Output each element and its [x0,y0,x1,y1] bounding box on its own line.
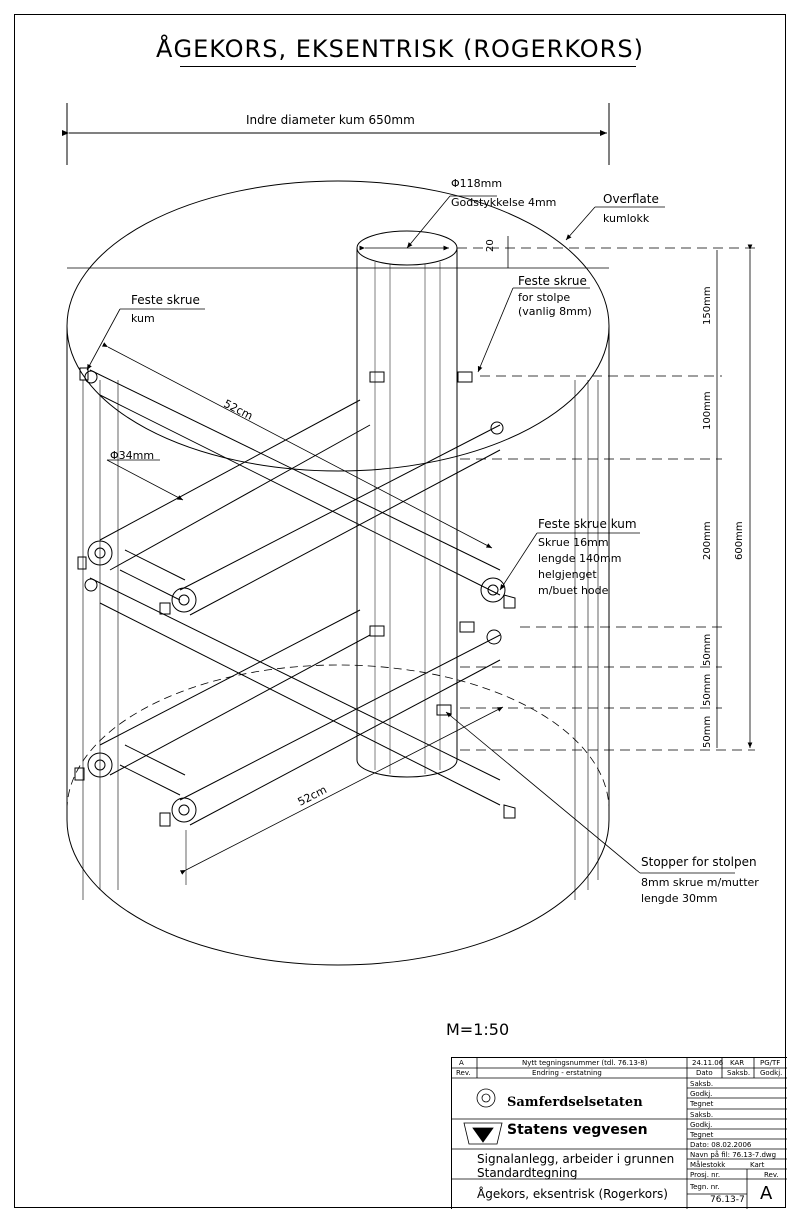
surface-label-1: Overflate [603,192,659,206]
rev-date-cell: 24.11.06 [692,1059,724,1067]
role-2: Godkj. [690,1090,713,1098]
screw-pole-label-2: for stolpe [518,291,571,304]
desc-2: Standardtegning [477,1166,578,1180]
dim-100-label: 100mm [702,391,713,430]
dim-150-label: 150mm [702,286,713,325]
rev-field: Rev. [764,1171,779,1179]
kart-field: Kart [750,1161,765,1169]
role-1: Saksb. [690,1080,714,1088]
role-6: Tegnet [690,1131,714,1139]
change-header: Endring - erstatning [532,1069,602,1077]
screw-kum2-label-3: lengde 140mm [538,552,622,565]
date-field: Dato: 08.02.2006 [690,1141,752,1149]
org1-name: Samferdselsetaten [507,1095,643,1110]
well-bottom-hidden [66,664,610,811]
screw-pole-label-3: (vanlig 8mm) [518,305,592,318]
upper-bar-set [77,369,516,616]
rev-change-cell: Nytt tegningsnummer (tdl. 76.13-8) [522,1059,648,1067]
offset-20-label: 20 [485,239,496,252]
rev-godkj-cell: PG/TF [760,1059,781,1067]
rev-cell: A [459,1059,464,1067]
screw-kum2-label-4: helgjenget [538,568,597,581]
pole-diameter-label: Φ118mm [451,177,503,190]
org2-name: Statens vegvesen [507,1122,648,1138]
screw-kum-label-1: Feste skrue [131,293,200,307]
desc-3: Ågekors, eksentrisk (Rogerkors) [477,1187,668,1201]
screw-kum2-label-5: m/buet hode [538,584,609,597]
role-5: Godkj. [690,1121,713,1129]
well-bottom-arc [66,819,610,966]
dim-50a-label: 50mm [702,633,713,666]
dim-600-label: 600mm [734,521,745,560]
rev-value: A [760,1183,773,1204]
role-4: Saksb. [690,1111,714,1119]
drawing-frame [14,14,786,1208]
tegn-field: Tegn. nr. [690,1183,720,1191]
dim-50c-label: 50mm [702,715,713,748]
title-underline [180,66,636,67]
saksb-header: Saksb. [727,1069,751,1077]
inner-diameter-label: Indre diameter kum 650mm [246,113,415,127]
wall-thickness-label: Godstykkelse 4mm [451,196,557,209]
surface-label-2: kumlokk [603,212,650,225]
file-field: Navn på fil: 76.13-7.dwg [690,1151,777,1159]
rev-saksb-cell: KAR [730,1059,745,1067]
dim-200-label: 200mm [702,521,713,560]
lower-bar-set [74,367,516,827]
drawing-title: ÅGEKORS, EKSENTRISK (ROGERKORS) [156,35,644,63]
screw-pole-label-1: Feste skrue [518,274,587,288]
stopper-label-3: lengde 30mm [641,892,718,905]
dim-50b-label: 50mm [702,673,713,706]
screw-kum2-label-1: Feste skrue kum [538,517,637,531]
tegn-value: 76.13-7 [710,1195,745,1205]
title-block: A Nytt tegningsnummer (tdl. 76.13-8) 24.… [451,1057,787,1209]
scale-label: M=1:50 [446,1020,510,1039]
scale-field: Målestokk [690,1161,726,1169]
godkj-header: Godkj. [760,1069,783,1077]
date-header: Dato [696,1069,713,1077]
desc-1: Signalanlegg, arbeider i grunnen [477,1152,675,1166]
rev-header: Rev. [456,1069,471,1077]
stopper-label-2: 8mm skrue m/mutter [641,876,759,889]
well-top-ellipse [66,180,610,472]
stopper-label-1: Stopper for stolpen [641,855,757,869]
role-3: Tegnet [690,1100,714,1108]
screw-kum2-label-2: Skrue 16mm [538,536,609,549]
screw-kum-label-2: kum [131,312,155,325]
prosj-field: Prosj. nr. [690,1171,721,1179]
bar-diameter-label: Φ34mm [110,449,155,462]
